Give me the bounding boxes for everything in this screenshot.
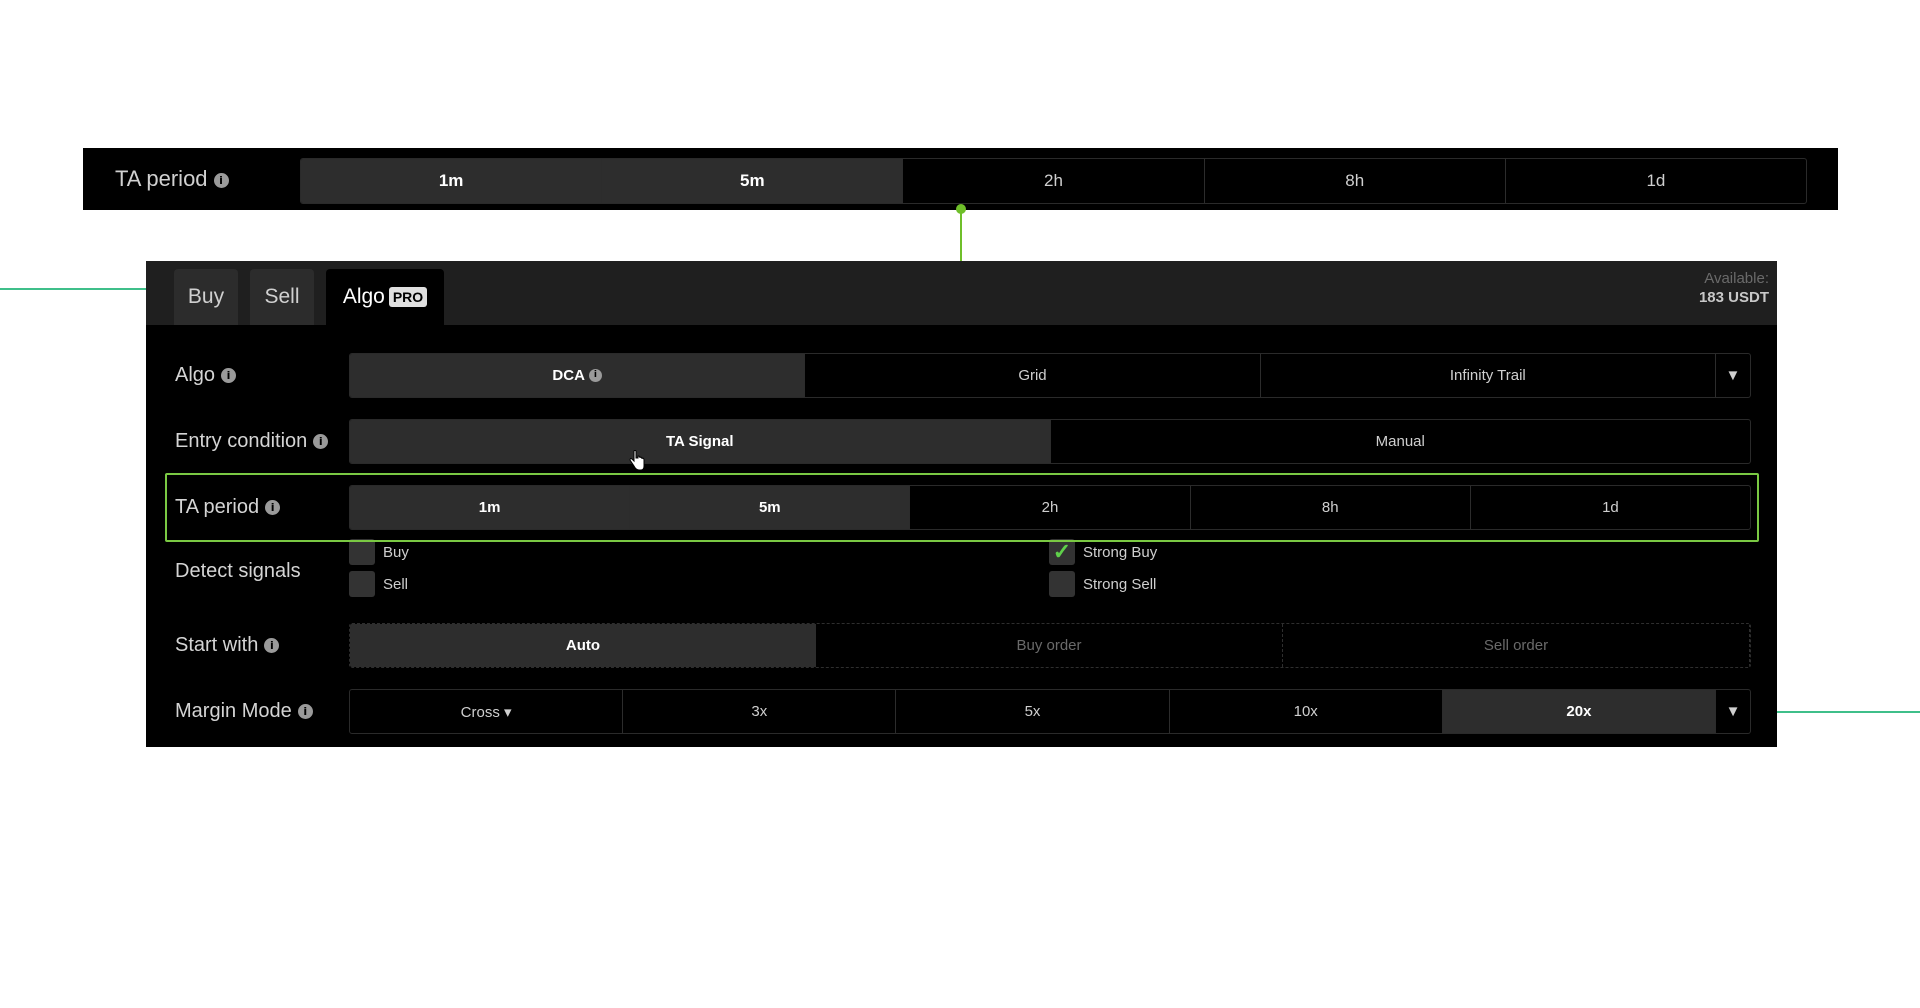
margin-option-5x[interactable]: 5x	[896, 690, 1170, 733]
callout-option-2h[interactable]: 2h	[903, 159, 1205, 203]
info-icon[interactable]: i	[265, 500, 281, 515]
available-balance: Available: 183 USDT	[1698, 270, 1769, 306]
info-icon[interactable]: i	[313, 434, 329, 449]
checkbox-box[interactable]	[349, 571, 375, 597]
checkbox-strong-buy[interactable]: ✓Strong Buy	[1049, 539, 1157, 565]
ta-period-selector: 1m 5m 2h 8h 1d	[349, 485, 1751, 530]
decorative-line-left	[0, 288, 146, 290]
ta-period-option-1m[interactable]: 1m	[350, 486, 631, 529]
checkbox-strong-sell[interactable]: Strong Sell	[1049, 571, 1156, 597]
checkbox-box[interactable]	[349, 539, 375, 565]
margin-option-20x[interactable]: 20x	[1442, 690, 1717, 733]
ta-period-option-5m[interactable]: 5m	[630, 486, 911, 529]
callout-option-1d[interactable]: 1d	[1646, 171, 1666, 190]
callout-option-8h[interactable]: 8h	[1205, 159, 1506, 203]
pro-badge: PRO	[388, 287, 428, 308]
decorative-line-right	[1777, 711, 1920, 713]
callout-option-1m[interactable]: 1m	[301, 159, 603, 203]
margin-option-10x[interactable]: 10x	[1170, 690, 1443, 733]
tab-sell[interactable]: Sell	[250, 269, 314, 325]
start-option-buy-order[interactable]: Buy order	[816, 624, 1283, 667]
info-icon[interactable]: i	[213, 172, 229, 188]
entry-option-manual[interactable]: Manual	[1375, 433, 1425, 450]
algo-option-grid[interactable]: Grid	[805, 354, 1261, 397]
algo-option-infinity-trail[interactable]: Infinity Trail	[1261, 354, 1716, 397]
ta-period-option-1d[interactable]: 1d	[1602, 499, 1619, 516]
callout-option-5m[interactable]: 5m	[602, 159, 904, 203]
margin-mode-selector: Cross ▾ 3x 5x 10x 20x ▼	[349, 689, 1751, 734]
info-icon[interactable]: i	[297, 704, 313, 719]
info-icon[interactable]: i	[588, 369, 602, 382]
detect-signals-label: Detect signals	[175, 559, 301, 582]
callout-connector-dot	[956, 204, 966, 214]
checkbox-buy[interactable]: Buy	[349, 539, 409, 565]
entry-option-ta-signal[interactable]: TA Signal	[350, 420, 1051, 463]
margin-option-cross[interactable]: Cross ▾	[350, 690, 624, 733]
info-icon[interactable]: i	[264, 638, 280, 653]
start-with-selector: Auto Buy order Sell order	[349, 623, 1751, 668]
ta-period-option-2h[interactable]: 2h	[910, 486, 1191, 529]
checkbox-sell[interactable]: Sell	[349, 571, 408, 597]
info-icon[interactable]: i	[221, 368, 237, 383]
detect-signals-row: Detect signals Buy Sell ✓Strong Buy Stro…	[146, 537, 1777, 605]
callout-ta-period-segment: 1m 5m 2h 8h 1d	[300, 158, 1807, 204]
chevron-down-icon[interactable]: ▼	[1725, 703, 1741, 720]
chevron-down-icon[interactable]: ▼	[1725, 367, 1741, 384]
margin-option-3x[interactable]: 3x	[623, 690, 897, 733]
start-option-auto[interactable]: Auto	[350, 624, 816, 667]
check-icon[interactable]: ✓	[1049, 539, 1075, 565]
entry-condition-selector: TA Signal Manual	[349, 419, 1751, 464]
start-option-sell-order[interactable]: Sell order	[1283, 624, 1750, 667]
tab-buy[interactable]: Buy	[174, 269, 238, 325]
checkbox-box[interactable]	[1049, 571, 1075, 597]
hand-pointer-icon	[629, 450, 645, 471]
ta-period-option-8h[interactable]: 8h	[1191, 486, 1471, 529]
